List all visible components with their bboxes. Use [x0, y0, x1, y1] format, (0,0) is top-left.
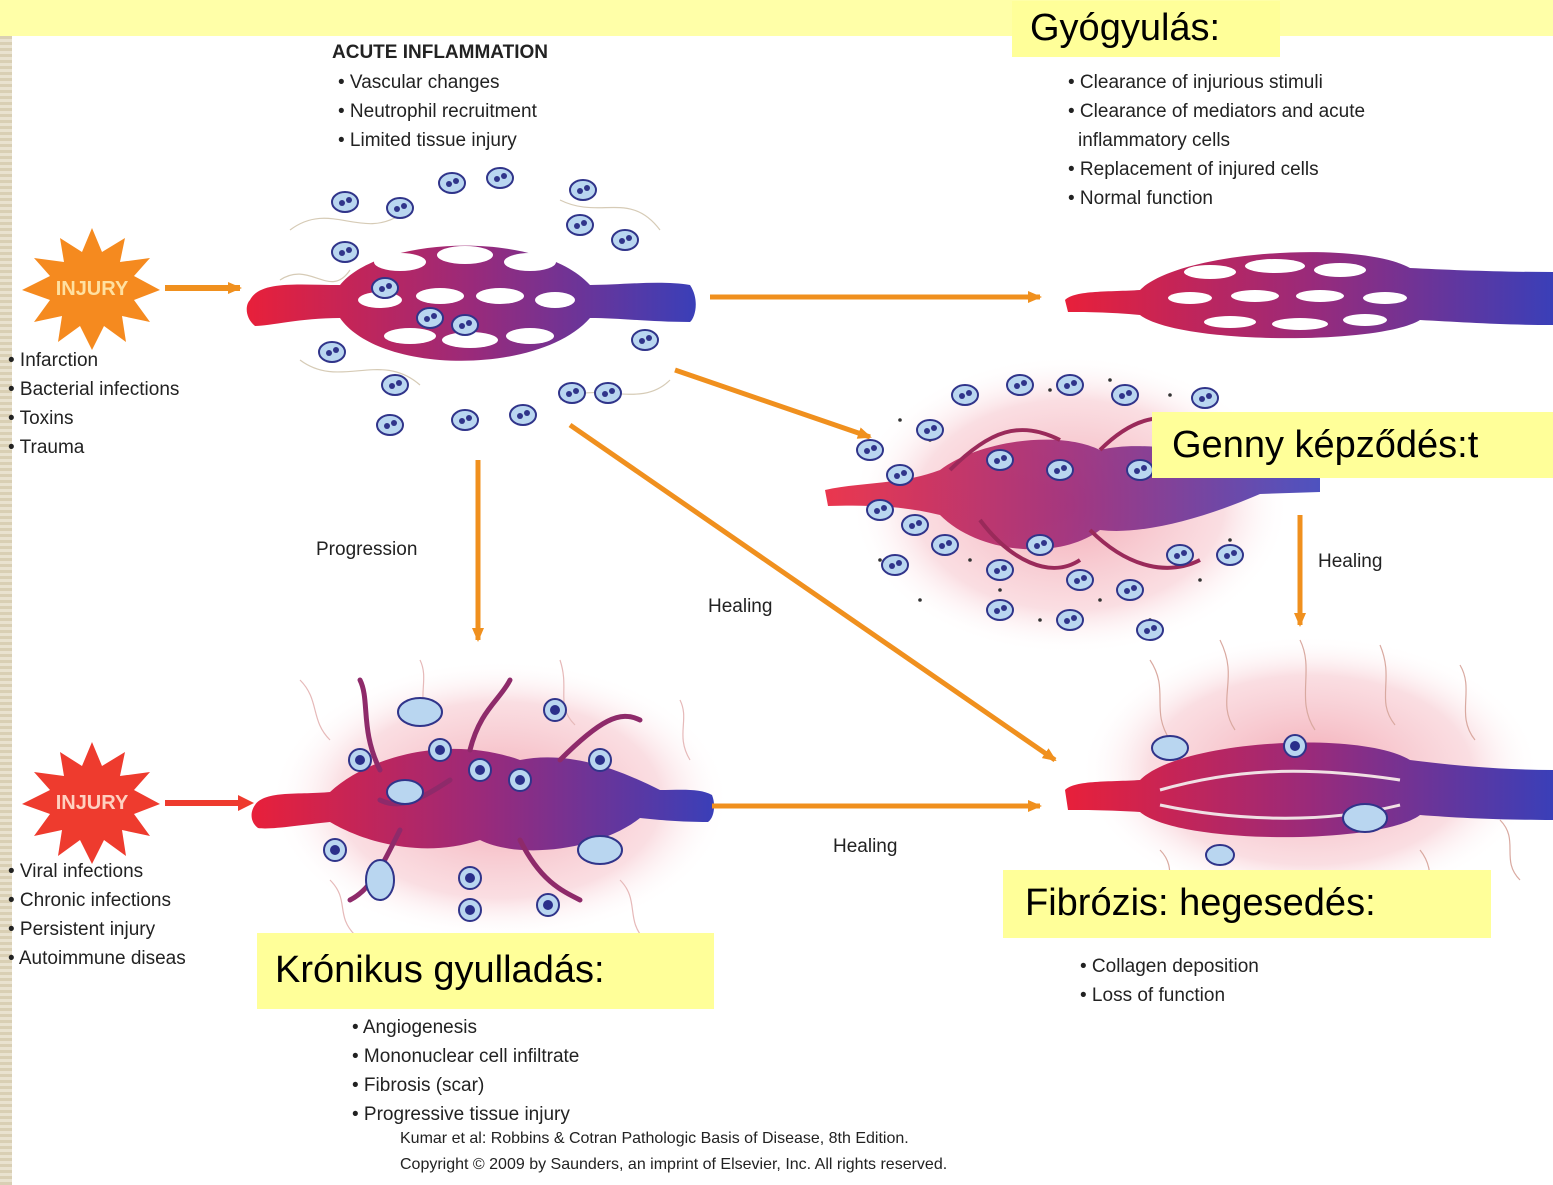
injury-causes-top: • Infarction • Bacterial infections • To… [8, 350, 179, 458]
chronic-bullet: • Fibrosis (scar) [352, 1075, 484, 1096]
overlay-gyogyulas: Gyógyulás: [1012, 1, 1280, 57]
injury-causes-bottom: • Viral infections • Chronic infections … [8, 861, 186, 969]
acute-bullet: • Vascular changes [338, 72, 500, 93]
cause-item: • Autoimmune diseas [8, 948, 186, 969]
fibrosis-bullet: • Collagen deposition [1080, 956, 1259, 977]
fibrosis-bullet: • Loss of function [1080, 985, 1225, 1006]
resolution-bullets: • Clearance of injurious stimuli • Clear… [1068, 72, 1365, 209]
acute-title: ACUTE INFLAMMATION [332, 42, 548, 63]
progression-label: Progression [316, 539, 417, 560]
citation-line-2: Copyright © 2009 by Saunders, an imprint… [400, 1156, 947, 1174]
resolution-bullet: • Clearance of injurious stimuli [1068, 72, 1323, 93]
abscess-vessel [825, 355, 1320, 655]
chronic-bullet: • Angiogenesis [352, 1017, 477, 1038]
cause-item: • Infarction [8, 350, 98, 371]
cause-item: • Toxins [8, 408, 73, 429]
cause-item: • Chronic infections [8, 890, 171, 911]
arrow-acute-to-abscess [675, 370, 870, 437]
fibrosis-bullets: • Collagen deposition • Loss of function [1080, 956, 1259, 1006]
resolution-bullet: • Clearance of mediators and acute [1068, 101, 1365, 122]
acute-bullet: • Neutrophil recruitment [338, 101, 538, 122]
cause-item: • Bacterial infections [8, 379, 179, 400]
injury-starburst-bottom: INJURY [22, 742, 160, 864]
chronic-bullet: • Progressive tissue injury [352, 1104, 570, 1125]
acute-bullet: • Limited tissue injury [338, 130, 517, 151]
cause-item: • Trauma [8, 437, 85, 458]
healing-label-diagonal: Healing [708, 596, 772, 617]
injury-label-bottom: INJURY [56, 792, 129, 814]
acute-text-block: ACUTE INFLAMMATION • Vascular changes • … [332, 42, 548, 151]
healing-label-bottom: Healing [833, 836, 897, 857]
chronic-bullets: • Angiogenesis • Mononuclear cell infilt… [352, 1017, 579, 1125]
overlay-fibrozis: Fibrózis: hegesedés: [1003, 870, 1491, 938]
cause-item: • Viral infections [8, 861, 143, 882]
cause-item: • Persistent injury [8, 919, 156, 940]
overlay-kronikus-gyulladas: Krónikus gyulladás: [257, 933, 714, 1009]
injury-label-top: INJURY [56, 278, 129, 300]
healing-label-right: Healing [1318, 551, 1382, 572]
arrowhead-injury-to-chronic [238, 795, 254, 811]
chronic-vessel-network [252, 660, 730, 940]
chronic-bullet: • Mononuclear cell infiltrate [352, 1046, 579, 1067]
resolution-bullet: • Normal function [1068, 188, 1213, 209]
resolution-bullet: • Replacement of injured cells [1068, 159, 1319, 180]
overlay-genny-kepzodes: Genny képződés:t [1152, 412, 1553, 478]
normal-vessel [1065, 252, 1553, 338]
citation-line-1: Kumar et al: Robbins & Cotran Pathologic… [400, 1130, 909, 1148]
acute-vessel-network [247, 168, 696, 435]
resolution-bullet: inflammatory cells [1078, 130, 1230, 151]
injury-starburst-top: INJURY [22, 228, 160, 350]
